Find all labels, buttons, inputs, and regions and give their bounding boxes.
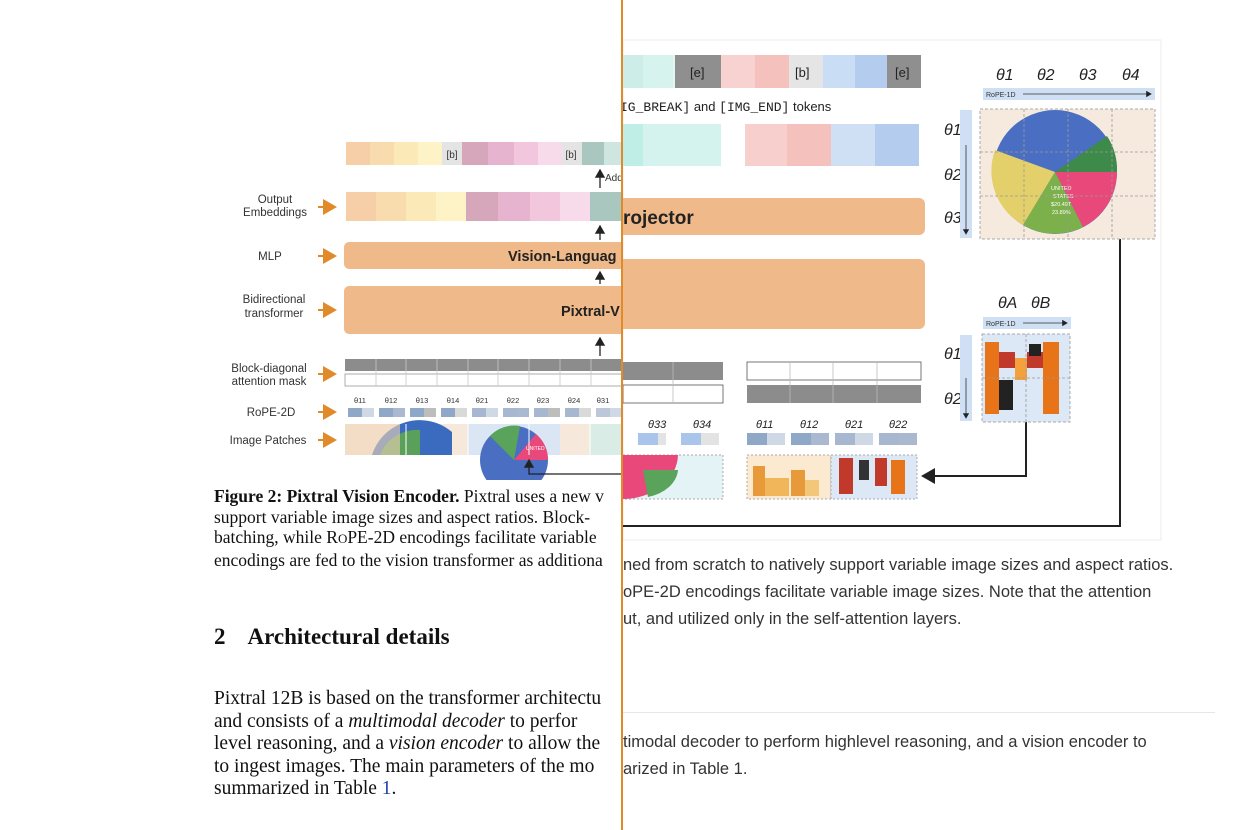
label-image-patches: Image Patches — [230, 435, 307, 447]
table-reference-link[interactable]: 1 — [381, 778, 392, 799]
theta-side: θ3 — [944, 210, 962, 227]
vision-language-adapter-box — [344, 242, 622, 269]
token-e-label: [e] — [690, 65, 704, 80]
pixtral-box-label: Pixtral-V — [561, 304, 620, 320]
theta-top: θ3 — [1079, 67, 1097, 84]
pixtral-architecture-figure: [e] [b] [e] IG_BREAK] and [IMG_END] toke… — [623, 39, 1162, 541]
article-text: timodal decoder to perform highlevel rea… — [623, 733, 1147, 751]
projector-label: rojector — [623, 208, 694, 229]
theta-label: θ31 — [597, 396, 610, 405]
theta-ab: θA — [998, 295, 1017, 312]
pixtral-vision-encoder-figure: [b] [b] Add Vision-Languag Pixtral-V — [230, 142, 622, 480]
mono-token: IG_BREAK] — [623, 100, 690, 115]
body-text: to allow the — [503, 733, 601, 754]
caption-text: PE-2D encodings facilitate variable — [347, 527, 597, 547]
caption-text: Pixtral uses a new v — [459, 486, 604, 506]
pie-text: $20.49T — [1051, 202, 1072, 208]
pie-text: STATES — [1053, 194, 1074, 200]
article-text: oPE-2D encodings facilitate variable ima… — [623, 583, 1152, 601]
body-text: to perfor — [504, 710, 578, 732]
section-number: 2 — [214, 624, 226, 649]
theta-label: θ21 — [845, 419, 863, 431]
theta-label: θ11 — [354, 396, 366, 405]
body-emphasis: vision encoder — [388, 733, 504, 754]
article-text: arized in Table 1. — [623, 760, 748, 778]
label-mlp: MLP — [258, 251, 282, 263]
token-b-label: [b] — [446, 150, 457, 161]
rope-2d-theta-row: θ11 θ12 θ13 θ14 θ21 θ22 θ23 θ24 θ31 — [348, 396, 622, 417]
pie-text: 23.89% — [1052, 210, 1071, 216]
label-block-diagonal-2: attention mask — [232, 376, 307, 388]
vision-language-box-label: Vision-Languag — [508, 249, 617, 265]
section-title: Architectural details — [247, 624, 450, 649]
caption-title: Figure 2: Pixtral Vision Encoder. — [214, 486, 460, 506]
split-view-divider[interactable] — [621, 0, 623, 830]
image-patch-strip: UNITED — [345, 420, 622, 480]
theta-top: θ4 — [1122, 67, 1140, 84]
pie-text: UNITED — [1051, 186, 1072, 192]
theta-side: θ2 — [944, 167, 962, 184]
theta-label: θ21 — [476, 396, 489, 405]
pixtral-vit-box — [344, 286, 622, 334]
theta-side: θ1 — [944, 122, 962, 139]
theta-ab: θB — [1031, 295, 1051, 312]
rope-1d-label: RoPE-1D — [986, 92, 1016, 99]
token-b-label-2: [b] — [565, 150, 576, 161]
web-article-pane: [e] [b] [e] IG_BREAK] and [IMG_END] toke… — [623, 0, 1250, 830]
body-text: and consists of a — [214, 710, 349, 732]
theta-label: θ34 — [693, 419, 711, 431]
body-text: level reasoning, and a — [214, 733, 389, 754]
vision-encoder-box — [623, 259, 925, 329]
theta-label: θ11 — [756, 419, 773, 431]
body-paragraph: Pixtral 12B is based on the transformer … — [214, 688, 601, 801]
figure-caption: Figure 2: Pixtral Vision Encoder. Pixtra… — [214, 486, 622, 570]
label-block-diagonal-1: Block-diagonal — [231, 363, 306, 375]
theta-label: θ33 — [648, 419, 667, 431]
theta-top: θ1 — [996, 67, 1014, 84]
add-label: Add — [605, 173, 622, 184]
caption-text: batching, while R — [214, 527, 338, 547]
body-text: . — [391, 778, 397, 799]
section-divider — [623, 712, 1215, 713]
theta-label: θ22 — [507, 396, 520, 405]
tokens-caption-text: and — [690, 99, 719, 114]
caption-text: support variable image sizes and aspect … — [214, 506, 591, 527]
theta-top: θ2 — [1037, 67, 1055, 84]
label-bidirectional-2: transformer — [245, 308, 304, 320]
theta-label: θ24 — [568, 396, 581, 405]
paper-pdf-pane: [b] [b] Add Vision-Languag Pixtral-V — [0, 0, 622, 830]
rope-1d-label-2: RoPE-1D — [986, 321, 1016, 328]
mono-token-2: [IMG_END] — [719, 100, 789, 115]
caption-smallcaps: O — [337, 531, 348, 546]
output-token-row: [b] [b] — [346, 142, 622, 165]
tokens-caption-tail: tokens — [789, 99, 831, 114]
output-embeddings-row — [346, 192, 622, 221]
token-e-label-2: [e] — [895, 65, 909, 80]
theta-label: θ12 — [800, 419, 818, 431]
theta-label: θ14 — [447, 396, 460, 405]
theta-side2: θ2 — [944, 391, 962, 408]
svg-text:IG_BREAK] and [IMG_END] tokens: IG_BREAK] and [IMG_END] tokens — [623, 99, 832, 115]
theta-label: θ22 — [889, 419, 907, 431]
article-text: ned from scratch to natively support var… — [623, 556, 1174, 574]
projector-box — [623, 198, 925, 235]
body-text: summarized in Table — [214, 778, 382, 799]
label-rope-2d: RoPE-2D — [247, 407, 296, 419]
label-bidirectional-1: Bidirectional — [243, 294, 306, 306]
theta-label: θ13 — [416, 396, 429, 405]
body-text: to ingest images. The main parameters of… — [214, 755, 595, 777]
pie-label: UNITED — [526, 446, 545, 452]
theta-side2: θ1 — [944, 346, 962, 363]
token-b-label: [b] — [795, 65, 809, 80]
label-output-embeddings-2: Embeddings — [243, 207, 307, 219]
theta-label: θ23 — [537, 396, 550, 405]
label-output-embeddings-1: Output — [258, 194, 293, 206]
section-heading: 2 Architectural details — [214, 624, 450, 650]
caption-text: encodings are fed to the vision transfor… — [214, 549, 603, 570]
block-diagonal-mask — [344, 359, 622, 387]
body-text: Pixtral 12B is based on the transformer … — [214, 688, 602, 709]
theta-label: θ12 — [385, 396, 398, 405]
article-text: ut, and utilized only in the self-attent… — [623, 610, 962, 628]
body-emphasis: multimodal decoder — [348, 710, 505, 732]
